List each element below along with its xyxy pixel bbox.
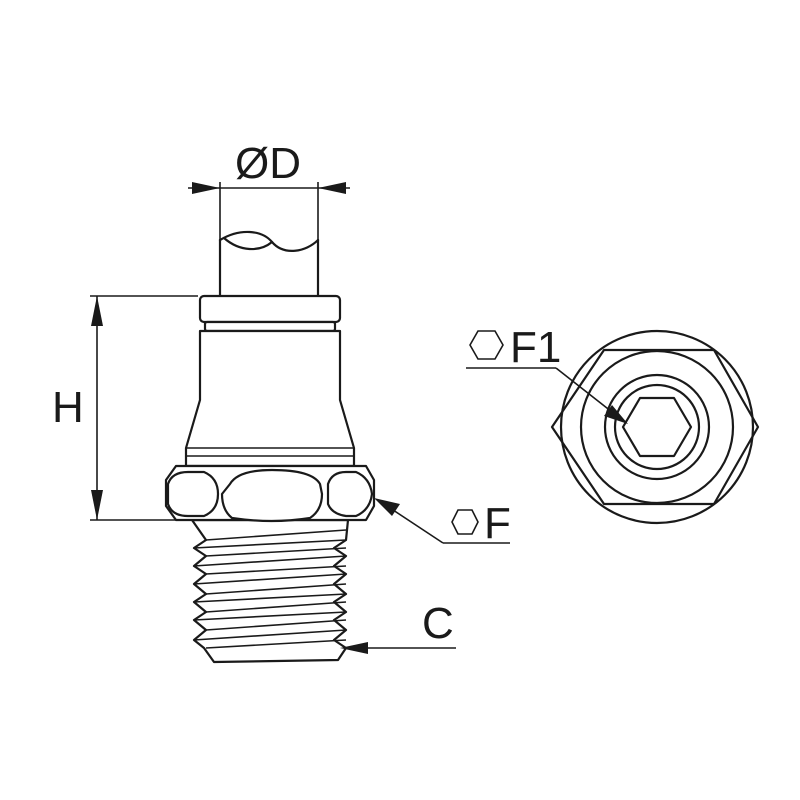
thread-c-callout: C [340,599,456,654]
hex-f-label: F [484,499,511,548]
tube [218,230,320,298]
height-dimension: H [52,295,198,521]
fitting-side-view [164,230,376,664]
fitting-body [184,329,356,468]
hexagon-icon [469,330,504,360]
thread-c-label: C [422,599,454,648]
height-label: H [52,383,84,432]
hex-f1-label: F1 [510,323,561,372]
release-collar [198,294,342,324]
fitting-end-view [550,329,760,525]
internal-hex-socket [621,396,693,458]
thread-lines [193,529,347,649]
hex-f-callout: F [374,498,511,548]
hex-f1-callout: F1 [466,323,628,424]
hex-nut [164,464,376,523]
diameter-label: ØD [235,139,301,188]
diameter-dimension: ØD [188,139,350,240]
hexagon-icon [451,509,479,535]
